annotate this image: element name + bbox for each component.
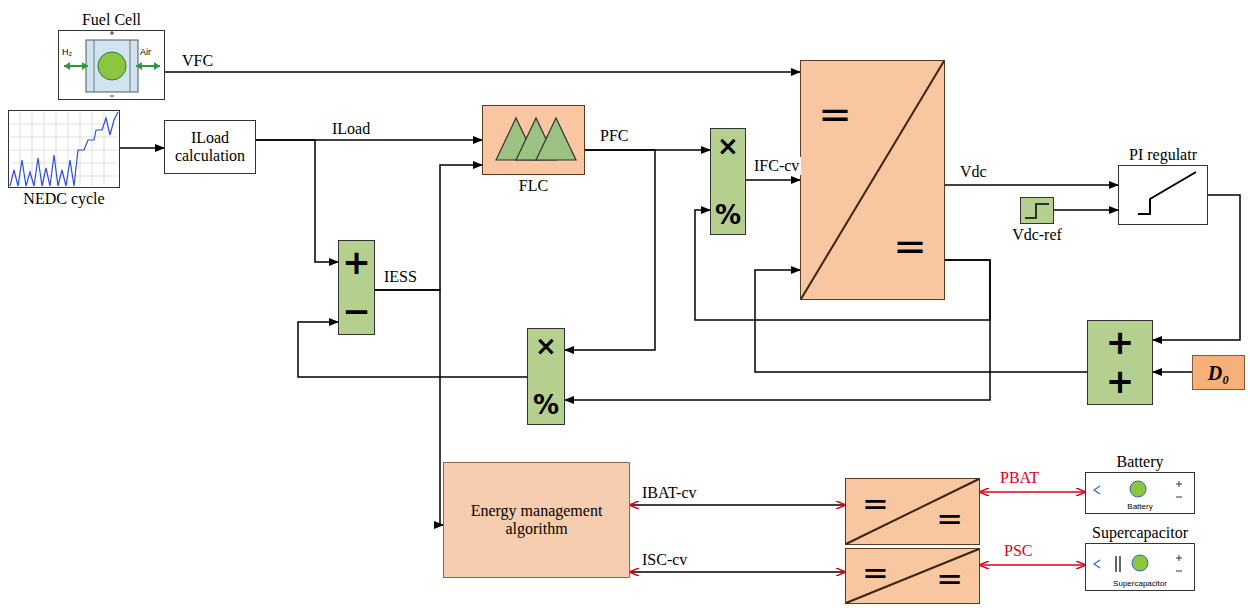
fuel-cell-icon xyxy=(64,31,160,96)
node-text: NEDC cycle xyxy=(23,187,104,208)
node-text: = xyxy=(862,488,889,520)
drive-cycle-chart xyxy=(10,112,118,186)
multiply-divide-block: ×% xyxy=(527,328,565,425)
node-text: Supercapacitor xyxy=(1086,580,1194,589)
signal-label: IFC-cv xyxy=(752,157,801,175)
node-text: = xyxy=(818,94,852,134)
node-text: = xyxy=(893,226,927,266)
node-text: D₀ xyxy=(1197,362,1240,384)
node-text: Vdc-ref xyxy=(1012,223,1062,244)
node-text: PI regulatr xyxy=(1129,146,1197,166)
gas-label: H₂ xyxy=(62,48,72,57)
signal-line xyxy=(630,571,845,573)
signal-label: ISC-cv xyxy=(640,551,689,569)
node-text: + xyxy=(1088,325,1152,359)
pi-icon xyxy=(1138,172,1196,214)
node-text: Supercapacitor xyxy=(1092,524,1188,544)
step-block: Vdc-ref xyxy=(1020,197,1054,224)
sum-block: ++ xyxy=(1087,320,1153,405)
constant-block: D₀ xyxy=(1192,355,1245,390)
converter-diagonals xyxy=(801,61,979,603)
signal-label: IESS xyxy=(382,268,419,286)
fuzzy-sets-icon xyxy=(496,118,576,160)
node-text: + xyxy=(339,245,374,279)
signal-line xyxy=(945,184,1118,186)
fuzzy-controller: FLC xyxy=(482,105,585,175)
pi-regulator: PI regulatr xyxy=(1118,165,1208,225)
fuel-cell-box: Fuel Cell xyxy=(58,30,165,100)
dc-dc-converter: == xyxy=(800,60,945,300)
signal-line xyxy=(256,140,338,262)
subtract-block: +− xyxy=(338,240,375,335)
signal-label: Vdc xyxy=(958,163,989,181)
signal-label: PBAT xyxy=(998,469,1041,487)
signal-line xyxy=(630,504,845,506)
signal-label: VFC xyxy=(180,52,215,70)
signal-line xyxy=(980,564,1085,566)
node-text: = xyxy=(936,563,963,595)
node-text: = xyxy=(936,503,963,535)
node-text: Energy management algorithm xyxy=(448,502,625,537)
battery-box: BatteryBattery xyxy=(1085,472,1195,514)
signal-line xyxy=(1054,209,1118,211)
node-text: Fuel Cell xyxy=(82,11,141,31)
node-text: Battery xyxy=(1086,503,1194,512)
battery-icon xyxy=(1094,481,1182,497)
node-text: FLC xyxy=(519,174,548,195)
node-text: Battery xyxy=(1116,453,1163,473)
signal-line xyxy=(165,71,800,73)
node-text: × xyxy=(528,333,564,359)
node-text: ILoad calculation xyxy=(169,129,251,164)
node-text: + xyxy=(1088,364,1152,398)
node-text: − xyxy=(339,294,374,328)
process-box: ILoad calculation xyxy=(164,120,256,174)
step-icon xyxy=(1025,204,1049,218)
algorithm-box: Energy management algorithm xyxy=(443,462,630,578)
signal-line xyxy=(298,322,527,377)
node-text: % xyxy=(711,202,745,228)
signal-line xyxy=(980,491,1085,493)
supercapacitor-box: SupercapacitorSupercapacitor xyxy=(1085,543,1195,591)
signal-line xyxy=(1153,371,1192,373)
signal-line xyxy=(120,147,164,149)
dc-dc-converter: == xyxy=(845,548,980,604)
node-text: × xyxy=(711,133,745,159)
gas-label: Air xyxy=(140,48,151,57)
signal-line xyxy=(375,165,482,290)
signal-label: ILoad xyxy=(330,120,372,138)
node-text: % xyxy=(528,392,564,418)
dc-dc-converter: == xyxy=(845,478,980,545)
signal-label: PSC xyxy=(1002,542,1034,560)
node-text: = xyxy=(862,557,889,589)
multiply-divide-block: ×% xyxy=(710,128,746,235)
signal-line xyxy=(565,150,655,350)
signal-label: PFC xyxy=(598,127,630,145)
signal-line xyxy=(746,179,800,181)
supercapacitor-icon xyxy=(1094,555,1182,572)
drive-cycle-box: NEDC cycle xyxy=(8,110,120,188)
signal-label: IBAT-cv xyxy=(640,484,699,502)
signal-line xyxy=(375,290,443,525)
